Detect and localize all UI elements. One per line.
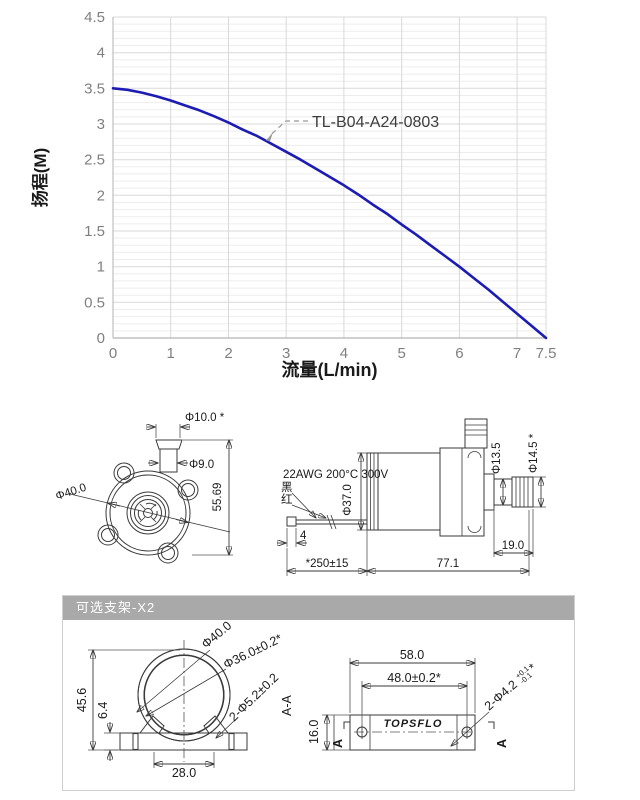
svg-text:3: 3	[97, 116, 105, 133]
svg-text:5: 5	[398, 345, 406, 362]
bracket-panel-title: 可选支架-X2	[63, 596, 574, 620]
svg-text:1: 1	[167, 345, 175, 362]
dim-terminal: 4	[300, 530, 307, 542]
x-axis-title: 流量(L/min)	[282, 359, 378, 380]
major-gridlines	[113, 16, 547, 338]
svg-text:1: 1	[97, 259, 105, 276]
svg-text:3.5: 3.5	[84, 80, 105, 97]
y-axis-title: 扬程(M)	[30, 148, 50, 207]
svg-text:7.5: 7.5	[536, 345, 557, 362]
dim-height: 55.69	[212, 483, 224, 512]
svg-text:1.5: 1.5	[84, 223, 105, 240]
svg-text:2: 2	[97, 187, 105, 204]
dim-outlet-id: Φ9.0	[189, 459, 214, 471]
svg-text:3: 3	[282, 345, 290, 362]
model-label: TL-B04-A24-0803	[312, 114, 439, 131]
bracket-panel: 可选支架-X2	[62, 595, 575, 791]
dim-cable-length: *250±15	[306, 558, 349, 570]
wire-spec-label: 22AWG 200°C 300V	[283, 469, 389, 481]
y-tick-labels: 0 0.5 1 1.5 2 2.5 3 3.5 4 4.5	[84, 9, 105, 347]
svg-text:7: 7	[513, 345, 521, 362]
dim-pump-length: 77.1	[437, 558, 459, 570]
svg-text:0: 0	[97, 330, 105, 347]
pump-front-view: Φ10.0 * Φ9.0 55.69 Φ40.0	[54, 412, 233, 564]
svg-text:6: 6	[455, 345, 463, 362]
mounting-lugs	[97, 462, 199, 564]
pump-side-view: 22AWG 200°C 300V 黑 红 Φ37.0 4 *250±15 7	[277, 418, 546, 576]
wire-red-label: 红	[281, 493, 293, 506]
dim-body-diameter: Φ40.0	[54, 482, 88, 503]
wire-black-label: 黑	[281, 481, 293, 494]
head-flow-curve	[111, 87, 548, 340]
svg-text:0.5: 0.5	[84, 294, 105, 311]
svg-text:0: 0	[109, 345, 117, 362]
curve-annotation: TL-B04-A24-0803	[266, 114, 439, 142]
dim-motor-diameter: Φ37.0	[342, 484, 354, 516]
dim-outlet-id-side: Φ13.5	[491, 442, 503, 474]
dim-outlet-od: Φ10.0 *	[185, 412, 225, 424]
svg-text:4: 4	[97, 45, 105, 62]
svg-text:2.5: 2.5	[84, 152, 105, 169]
performance-chart: 0 0.5 1 1.5 2 2.5 3 3.5 4 4.5 0 1 2 3 4 5 6 7 7.5 扬程(M) 流量(L…	[30, 9, 557, 380]
dim-outlet-length: 19.0	[502, 540, 524, 552]
svg-text:4.5: 4.5	[84, 9, 105, 26]
dim-outlet-od-side: Φ14.5 *	[528, 433, 540, 473]
svg-text:4: 4	[340, 345, 348, 362]
minor-gridlines	[113, 23, 546, 332]
x-tick-labels: 0 1 2 3 4 5 6 7 7.5	[109, 345, 557, 362]
svg-text:2: 2	[224, 345, 232, 362]
